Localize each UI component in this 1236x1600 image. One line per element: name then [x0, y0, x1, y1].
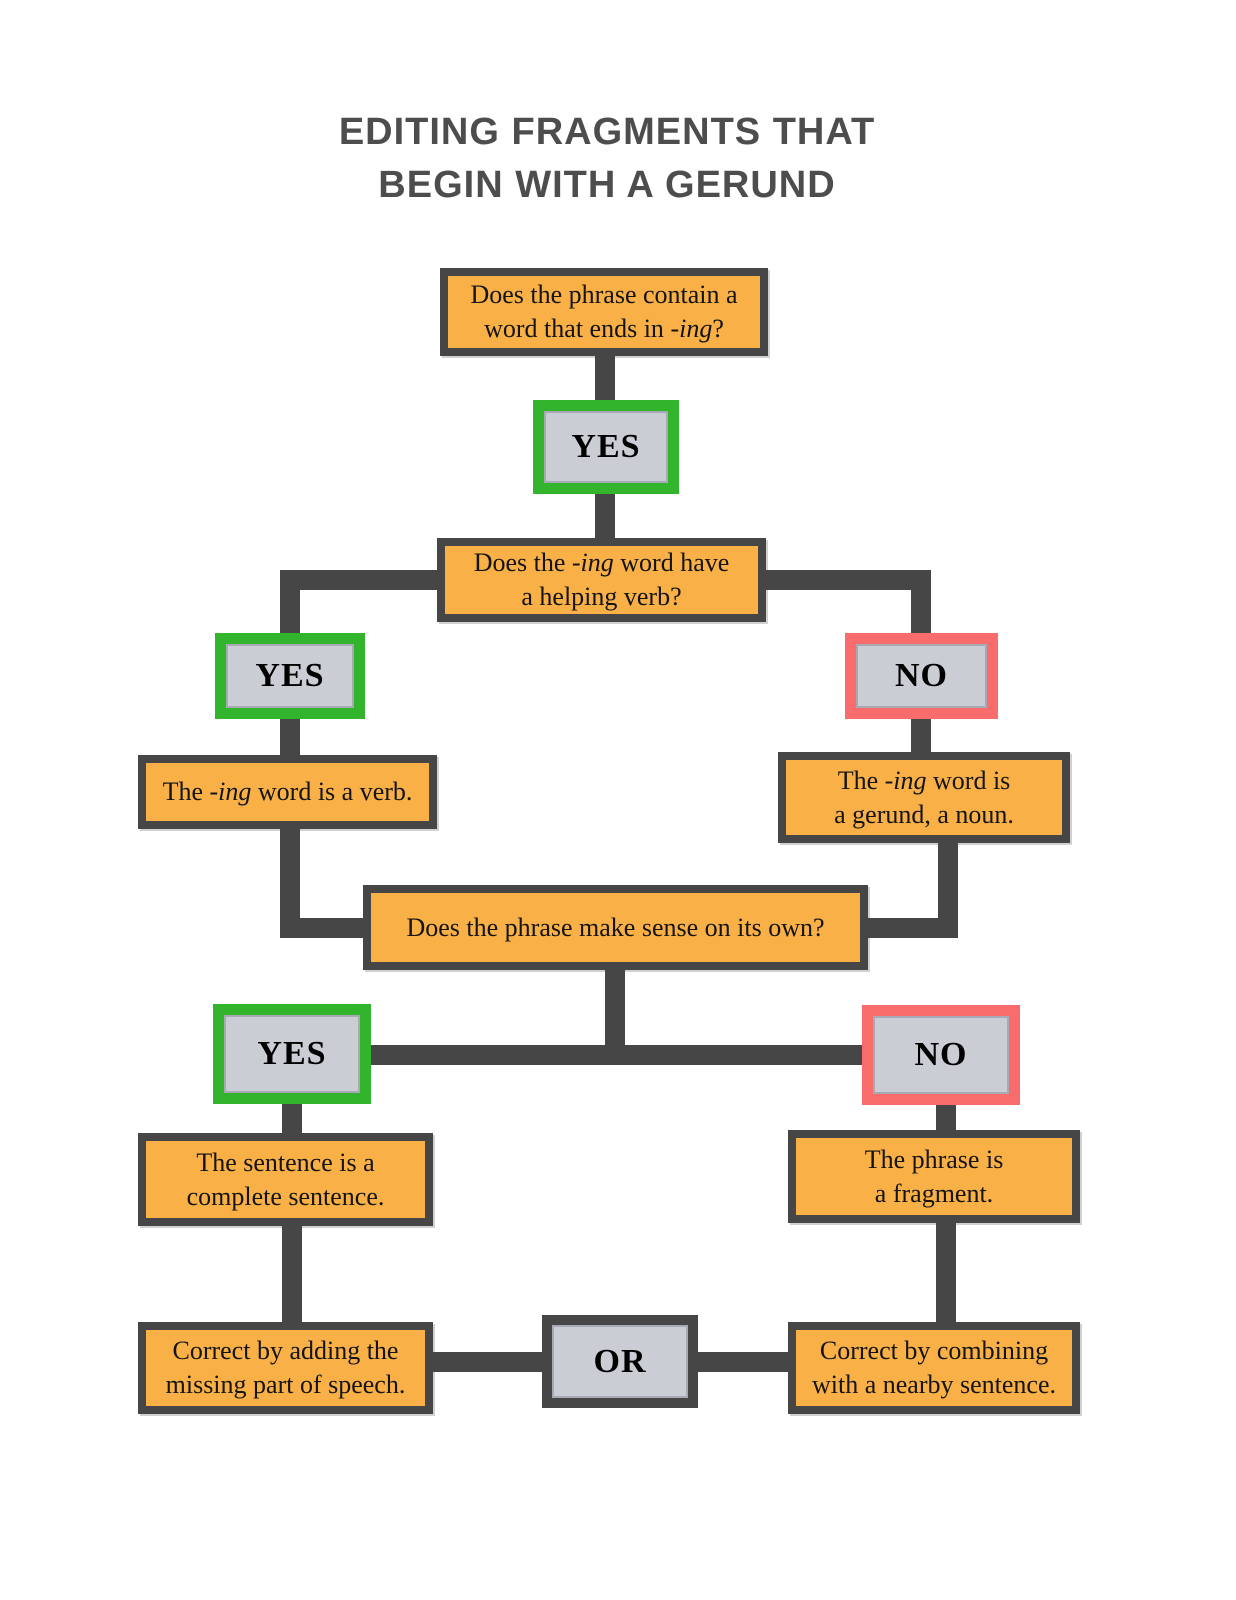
connector-complete-to-add	[282, 1220, 302, 1328]
connector-verb-down-vertical	[280, 820, 300, 938]
connector-qhelping-to-no1	[911, 570, 931, 640]
page-title: EDITING FRAGMENTS THAT BEGIN WITH A GERUN…	[0, 106, 1214, 212]
node-question-makes-sense-text: Does the phrase make sense on its own?	[406, 912, 825, 942]
node-yes-1-label: YES	[571, 428, 641, 465]
connector-no1-to-gerund	[911, 712, 931, 760]
connector-qhelping-right-horizontal	[766, 570, 931, 590]
connector-yes3-to-complete	[282, 1098, 302, 1140]
node-no-1-label: NO	[895, 657, 948, 694]
page-title-line-1: EDITING FRAGMENTS THAT	[338, 111, 876, 153]
connector-fragment-to-combine	[936, 1216, 956, 1328]
node-or: OR	[542, 1315, 698, 1408]
connector-branch-bar-yes3-no2	[365, 1045, 867, 1065]
node-yes-1: YES	[533, 400, 679, 494]
node-question-makes-sense: Does the phrase make sense on its own?	[363, 885, 868, 970]
connector-yes1-to-qhelping	[595, 488, 615, 544]
node-no-2-label: NO	[914, 1036, 968, 1073]
connector-add-to-or	[428, 1352, 548, 1372]
connector-or-to-combine	[692, 1352, 794, 1372]
connector-gerund-down-vertical	[938, 835, 958, 938]
node-yes-3: YES	[213, 1004, 371, 1104]
node-yes-3-label: YES	[257, 1035, 327, 1072]
node-no-1: NO	[845, 633, 998, 719]
connector-gerund-to-qsense	[858, 918, 958, 938]
node-yes-2-label: YES	[255, 657, 325, 694]
node-statement-verb: The -ing word is a verb.	[138, 755, 437, 829]
connector-qing-to-yes1	[595, 350, 615, 406]
node-no-2: NO	[862, 1005, 1020, 1105]
node-or-label: OR	[593, 1342, 647, 1380]
connector-qhelping-to-yes2	[280, 570, 300, 640]
connector-qhelping-left-horizontal	[280, 570, 445, 590]
connector-yes2-to-verb	[280, 712, 300, 762]
page-title-line-2: BEGIN WITH A GERUND	[378, 164, 836, 206]
node-yes-2: YES	[215, 633, 365, 719]
connector-no2-to-fragment	[936, 1098, 956, 1138]
node-statement-verb-text: The -ing word is a verb.	[162, 777, 413, 807]
connector-verb-to-qsense	[280, 918, 375, 938]
connector-qsense-down-vertical	[605, 962, 625, 1065]
